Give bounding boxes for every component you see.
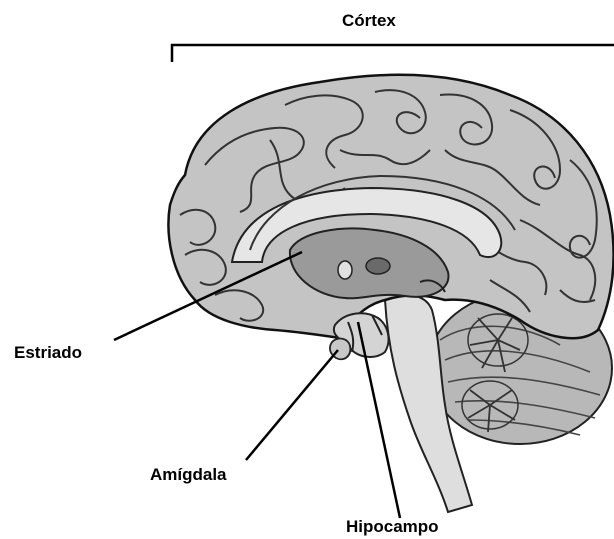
hippocampus-label: Hipocampo bbox=[346, 518, 439, 535]
amygdala-leader bbox=[246, 350, 338, 460]
striatum-label: Estriado bbox=[14, 344, 82, 361]
amygdala-label: Amígdala bbox=[150, 466, 227, 483]
cortex-bracket bbox=[172, 45, 614, 62]
cortex-label: Córtex bbox=[342, 12, 396, 29]
